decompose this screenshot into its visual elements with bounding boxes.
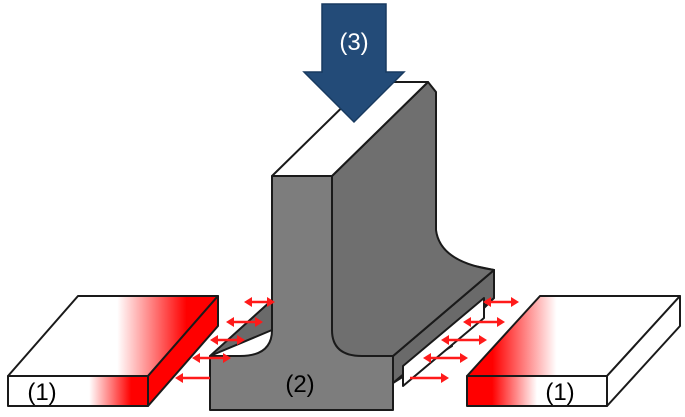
left-plate-label: (1) (27, 379, 56, 406)
load-arrow-shape (302, 3, 406, 124)
strain-arrow (244, 297, 275, 307)
load-arrow-label: (3) (339, 29, 368, 56)
profile-web-top (271, 81, 429, 177)
right-plate-side (606, 295, 681, 407)
strain-arrow (192, 353, 231, 363)
strain-arrow (423, 353, 468, 363)
profile-base-left-top (209, 299, 273, 357)
strain-arrow (410, 373, 449, 383)
left-plate-side (147, 295, 219, 407)
strain-arrow (483, 297, 519, 307)
profile-web-side (331, 81, 495, 357)
profile-label: (2) (285, 371, 314, 398)
strain-arrow (226, 317, 263, 327)
profile-hollow-channel (402, 297, 485, 387)
right-strain-arrows (410, 297, 519, 383)
strain-arrow (210, 335, 245, 345)
profile-front-face (209, 175, 394, 411)
strain-arrow (441, 335, 487, 345)
strain-arrow (175, 373, 210, 383)
right-plate-label: (1) (545, 379, 574, 406)
right-plate-front (466, 375, 608, 407)
left-plate (7, 295, 219, 407)
t-profile (209, 81, 495, 411)
load-arrow (302, 3, 406, 124)
left-strain-arrows (175, 297, 275, 383)
strain-arrow (463, 317, 505, 327)
right-plate (466, 295, 681, 407)
